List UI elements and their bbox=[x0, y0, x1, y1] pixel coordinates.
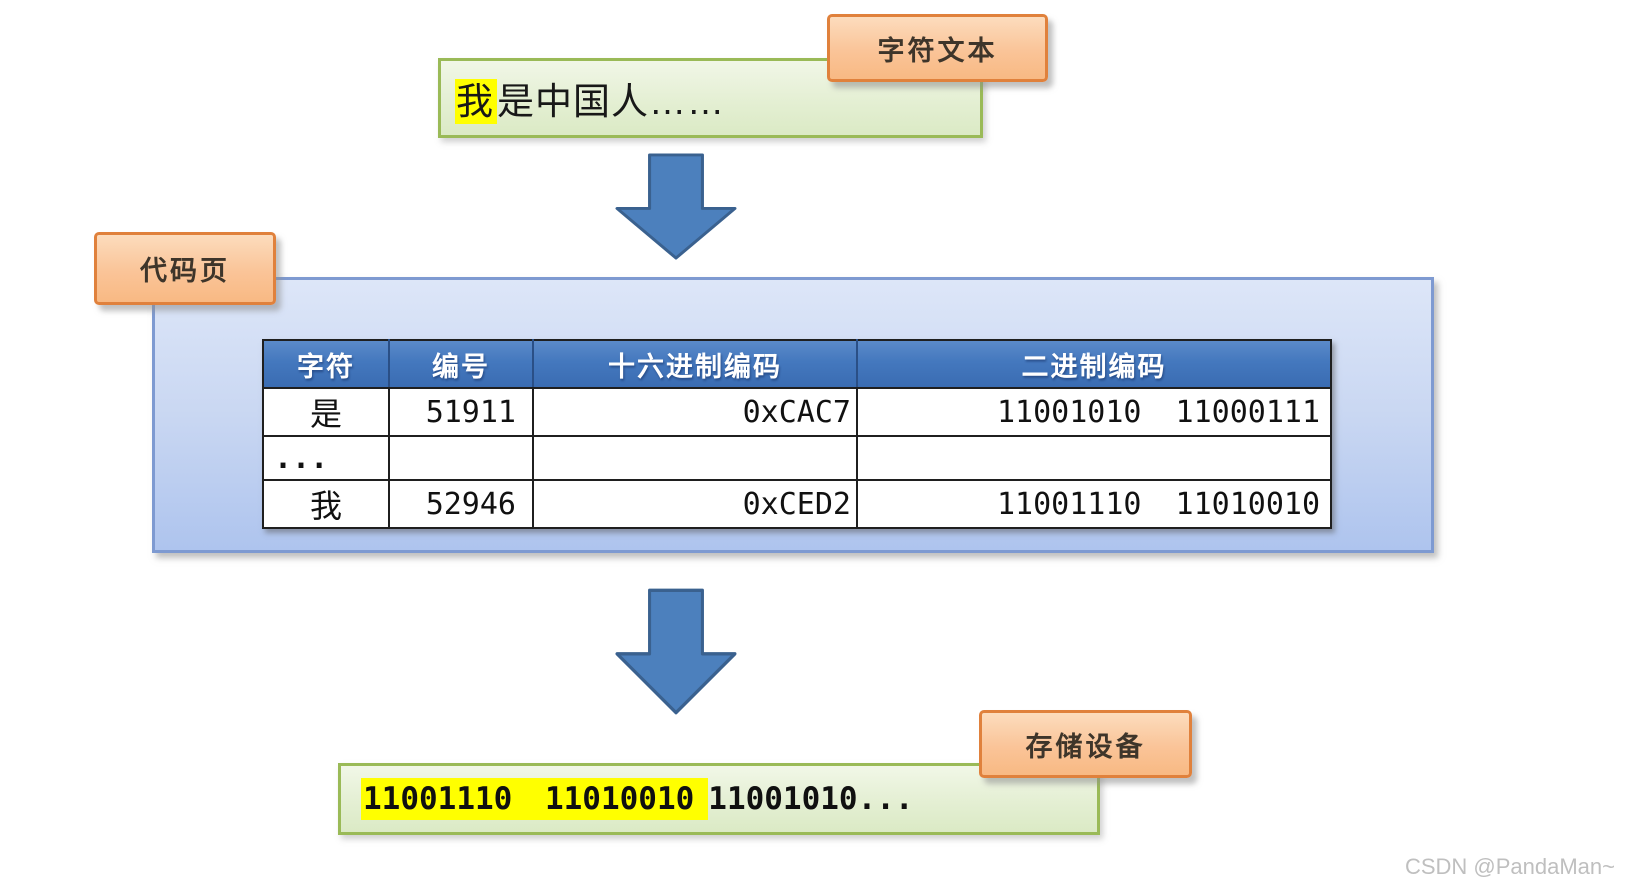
header-binary: 二进制编码 bbox=[856, 339, 1332, 389]
table-header-row: 字符 编号 十六进制编码 二进制编码 bbox=[262, 339, 1332, 389]
highlighted-binary: 11001110 11010010 bbox=[361, 778, 709, 820]
storage-label-text: 存储设备 bbox=[1025, 731, 1146, 762]
header-char: 字符 bbox=[262, 339, 390, 389]
watermark: CSDN @PandaMan~ bbox=[1404, 854, 1615, 879]
cell-char: ... bbox=[262, 435, 390, 481]
encoding-table: 字符 编号 十六进制编码 二进制编码 是 51911 0xCAC7 110010… bbox=[262, 339, 1332, 529]
table-row: 我 52946 0xCED2 11001110 11010010 bbox=[262, 479, 1332, 529]
header-hex: 十六进制编码 bbox=[532, 339, 858, 389]
cell-hex: 0xCED2 bbox=[532, 479, 858, 529]
down-arrow-icon bbox=[615, 588, 737, 715]
highlighted-char: 我 bbox=[455, 79, 497, 124]
storage-label: 存储设备 bbox=[979, 710, 1192, 778]
source-text: 我是中国人…… bbox=[455, 71, 725, 125]
header-code: 编号 bbox=[388, 339, 534, 389]
cell-hex bbox=[532, 435, 858, 481]
codepage-label: 代码页 bbox=[94, 232, 276, 305]
table-row: ... bbox=[262, 435, 1332, 481]
cell-hex: 0xCAC7 bbox=[532, 387, 858, 437]
cell-binary bbox=[856, 435, 1332, 481]
cell-char: 我 bbox=[262, 479, 390, 529]
cell-code: 51911 bbox=[388, 387, 534, 437]
down-arrow-icon bbox=[615, 153, 737, 260]
cell-binary: 11001110 11010010 bbox=[856, 479, 1332, 529]
cell-code: 52946 bbox=[388, 479, 534, 529]
source-label: 字符文本 bbox=[827, 14, 1048, 82]
cell-binary: 11001010 11000111 bbox=[856, 387, 1332, 437]
cell-code bbox=[388, 435, 534, 481]
source-text-rest: 是中国人…… bbox=[497, 81, 725, 122]
storage-binary-rest: 11001010... bbox=[708, 781, 914, 817]
codepage-label-text: 代码页 bbox=[140, 256, 230, 286]
source-label-text: 字符文本 bbox=[877, 35, 998, 66]
cell-char: 是 bbox=[262, 387, 390, 437]
table-row: 是 51911 0xCAC7 11001010 11000111 bbox=[262, 387, 1332, 437]
